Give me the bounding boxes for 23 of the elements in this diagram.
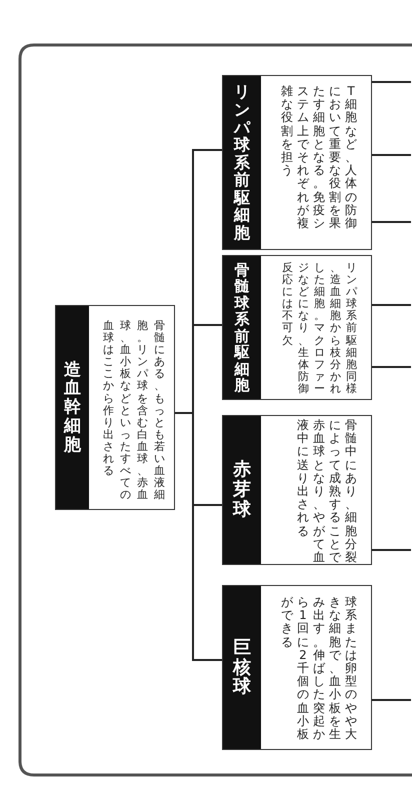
connector-line [372, 366, 411, 368]
cell-name: リンパ球系前駆細胞 [234, 83, 250, 242]
connector-line [372, 154, 411, 156]
cell-card [55, 305, 175, 510]
cell-description: T細胞など、人体の防御において重要な役割を果たす細胞となる。免疫システム上でそれぞれが複雑な役割を担う [281, 85, 357, 232]
cell-name: 赤芽球 [233, 460, 251, 520]
cell-description: 骨髄中にあり、細胞分裂によって成熟することで赤血球となり、やがて血液中に送り出される [297, 419, 357, 566]
cell-description: 骨髄にある、もっとも若い血液細胞。リンパ球を含む白血球、赤血球、血小板などといったすべての血球はここから作り出される [103, 320, 165, 502]
cell-name: 造血幹細胞 [64, 360, 81, 454]
cell-name: 骨髄球系前駆細胞 [234, 262, 250, 394]
cell-card [222, 255, 372, 400]
cell-name: 巨核球 [233, 638, 251, 698]
connector-line [372, 549, 411, 551]
connector-line [372, 81, 411, 83]
connector-line [372, 304, 411, 306]
connector-line [372, 221, 411, 223]
cell-description: リンパ球系前駆細胞同様、造血細胞から枝分かれした細胞。マクロファージなどになり、生体防御反応には不可欠 [282, 262, 357, 396]
cell-card [222, 75, 372, 250]
connector-line [372, 699, 411, 701]
cell-card [222, 585, 372, 750]
cell-description: 球系または卵型のやや大きな細胞で、血小板を生み出す。伸ばした突起から1回に2千個の血小板ができる [281, 596, 357, 742]
connector-line [175, 412, 222, 661]
cell-card [222, 415, 372, 565]
